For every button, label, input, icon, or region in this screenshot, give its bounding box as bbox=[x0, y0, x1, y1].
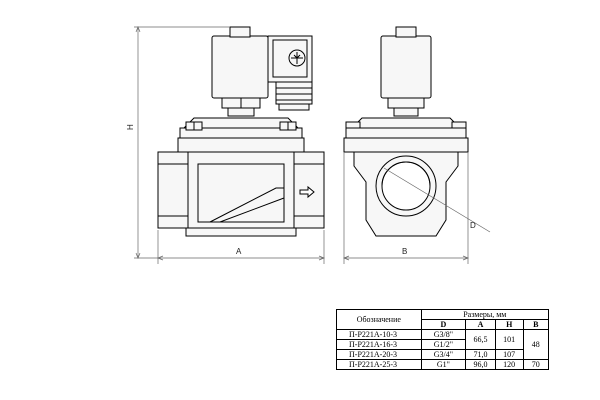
table-cell-d: G1" bbox=[420, 359, 467, 370]
side-view bbox=[343, 26, 469, 237]
table-cell-a: 66,5 bbox=[465, 329, 496, 350]
table-cell-a: 96,0 bbox=[465, 359, 496, 370]
table-row: П-Р221А-20-3 G3/4" 71,0 107 bbox=[336, 349, 549, 360]
table-cell-a: 71,0 bbox=[465, 349, 496, 360]
table-subheader-b: B bbox=[522, 319, 549, 330]
table-cell-model: П-Р221А-16-3 bbox=[336, 339, 422, 350]
dim-label-d: D bbox=[470, 221, 476, 230]
table-cell-b: 70 bbox=[522, 359, 549, 370]
table-header-dimensions: Размеры, мм bbox=[420, 309, 550, 320]
table-cell-b: 48 bbox=[522, 329, 549, 360]
dimension-lines bbox=[134, 26, 491, 264]
table-cell-d: G3/8" bbox=[420, 329, 467, 340]
table-row: П-Р221А-10-3 G3/8" 66,5 101 48 bbox=[336, 329, 549, 360]
coil-top-nut bbox=[229, 26, 251, 38]
table-cell-model: П-Р221А-10-3 bbox=[336, 329, 422, 340]
cable-gland bbox=[275, 81, 313, 105]
table-cell-model: П-Р221А-20-3 bbox=[336, 349, 422, 360]
dim-label-a: A bbox=[236, 247, 242, 256]
table-cell-h: 120 bbox=[494, 359, 524, 370]
coil-body bbox=[211, 35, 269, 99]
table-cell-h: 107 bbox=[494, 349, 524, 360]
table-row: П-Р221А-25-3 G1" 96,0 120 70 bbox=[336, 359, 549, 370]
internal-partition bbox=[209, 187, 285, 223]
table-cell-h: 101 bbox=[494, 329, 524, 350]
dimensions-table: Обозначение Размеры, мм D A H B П-Р221А-… bbox=[336, 309, 550, 370]
inlet-port bbox=[157, 151, 189, 229]
table-cell-d: G1/2" bbox=[420, 339, 467, 350]
flow-arrow-icon bbox=[299, 185, 315, 199]
dim-label-b: B bbox=[402, 247, 407, 256]
table-header-designation: Обозначение bbox=[336, 309, 422, 330]
table-cell-model: П-Р221А-25-3 bbox=[336, 359, 422, 370]
dim-label-h: H bbox=[126, 124, 135, 130]
front-view bbox=[157, 26, 325, 237]
side-coil-body bbox=[380, 35, 432, 99]
table-subheader-d: D bbox=[420, 319, 467, 330]
table-cell-d: G3/4" bbox=[420, 349, 467, 360]
table-subheader-h: H bbox=[494, 319, 524, 330]
table-subheader-a: A bbox=[465, 319, 496, 330]
